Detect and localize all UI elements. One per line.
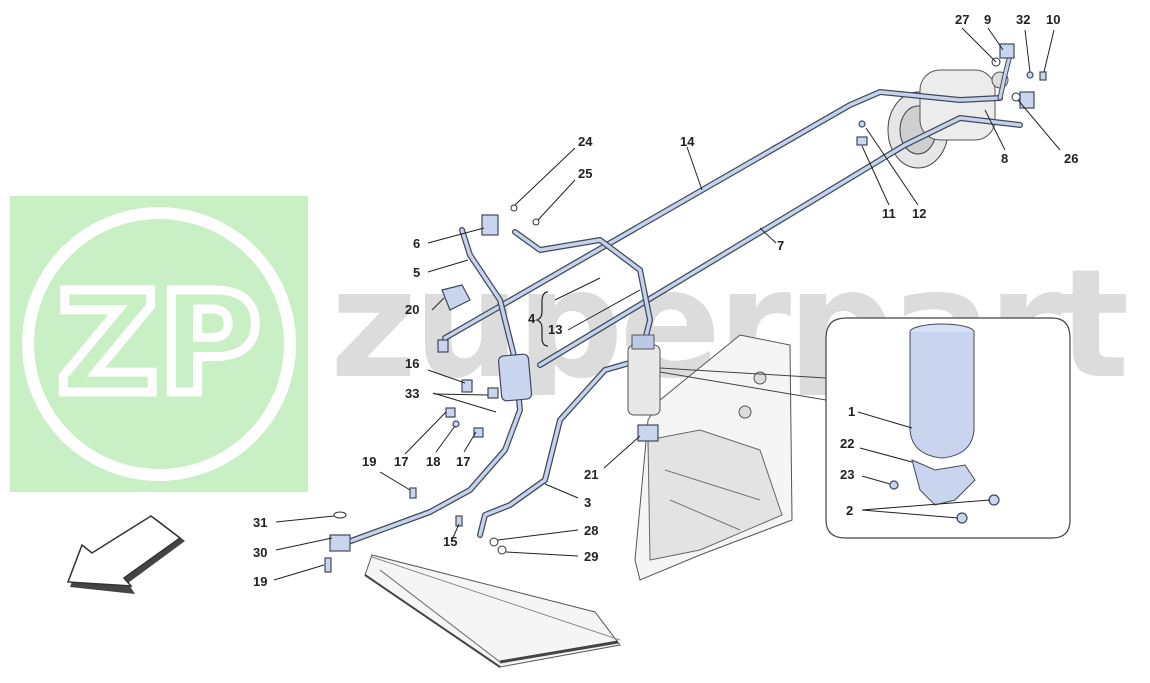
screw-18 bbox=[452, 420, 460, 428]
callout-labels: 27 9 32 10 24 14 25 8 26 11 12 6 5 7 20 … bbox=[253, 12, 1078, 589]
callout-10: 10 bbox=[1046, 12, 1060, 27]
clip-17a bbox=[445, 407, 456, 418]
o-ring-27 bbox=[991, 57, 1001, 67]
callout-19-upper: 19 bbox=[362, 454, 376, 469]
clip-20 bbox=[441, 284, 471, 311]
bolt-19b bbox=[324, 557, 332, 573]
callout-22: 22 bbox=[840, 436, 854, 451]
callout-15: 15 bbox=[443, 534, 457, 549]
direction-arrow bbox=[66, 515, 185, 594]
receiver-drier-center bbox=[627, 334, 661, 416]
callout-32: 32 bbox=[1016, 12, 1030, 27]
callout-7: 7 bbox=[777, 238, 784, 253]
leader-lines bbox=[273, 27, 1061, 581]
nut-detail-b bbox=[956, 512, 968, 524]
callout-18: 18 bbox=[426, 454, 440, 469]
body-frame-section bbox=[634, 334, 793, 581]
callout-5: 5 bbox=[413, 265, 420, 280]
callout-9: 9 bbox=[984, 12, 991, 27]
callout-24: 24 bbox=[578, 134, 593, 149]
receiver-drier-detail bbox=[909, 323, 975, 459]
callout-4: 4 bbox=[528, 311, 536, 326]
callout-6: 6 bbox=[413, 236, 420, 251]
callout-26: 26 bbox=[1064, 151, 1078, 166]
fitting-9 bbox=[999, 43, 1015, 59]
clip-17b bbox=[473, 427, 484, 438]
bolt-10 bbox=[1039, 71, 1047, 81]
grommet-16 bbox=[461, 379, 473, 393]
washer-31 bbox=[333, 511, 347, 519]
callout-17-left: 17 bbox=[394, 454, 408, 469]
callout-3: 3 bbox=[584, 495, 591, 510]
callout-19-lower: 19 bbox=[253, 574, 267, 589]
callout-16: 16 bbox=[405, 356, 419, 371]
fitting-8 bbox=[1019, 91, 1035, 109]
condenser-radiator bbox=[364, 554, 621, 668]
drier-bracket-detail bbox=[911, 459, 976, 506]
o-ring-26 bbox=[1011, 92, 1021, 102]
washer-32 bbox=[1026, 71, 1034, 79]
grommet-a bbox=[437, 339, 449, 353]
o-ring-24 bbox=[510, 204, 518, 212]
callout-12: 12 bbox=[912, 206, 926, 221]
filter-pad bbox=[637, 424, 659, 442]
bracket-6 bbox=[481, 214, 499, 236]
o-ring-29 bbox=[497, 545, 507, 555]
callout-30: 30 bbox=[253, 545, 267, 560]
callout-20: 20 bbox=[405, 302, 419, 317]
callout-1: 1 bbox=[848, 404, 855, 419]
callout-29: 29 bbox=[584, 549, 598, 564]
screw-12 bbox=[858, 120, 866, 128]
callout-23: 23 bbox=[840, 467, 854, 482]
callout-27: 27 bbox=[955, 12, 969, 27]
callout-28: 28 bbox=[584, 523, 598, 538]
bolt-19a bbox=[409, 487, 417, 499]
callout-14: 14 bbox=[680, 134, 695, 149]
clip-11 bbox=[856, 136, 868, 146]
bolt-detail bbox=[889, 480, 899, 490]
callout-11: 11 bbox=[882, 206, 896, 221]
callout-25: 25 bbox=[578, 166, 592, 181]
callout-31: 31 bbox=[253, 515, 267, 530]
watermark-logo-background bbox=[10, 196, 308, 492]
refrigerant-pipes bbox=[337, 52, 1023, 548]
bolt-15 bbox=[455, 515, 463, 527]
fitting-30 bbox=[329, 534, 351, 552]
group-brace bbox=[535, 291, 549, 347]
nut-detail-a bbox=[988, 494, 1000, 506]
callout-17-right: 17 bbox=[456, 454, 470, 469]
callout-2: 2 bbox=[846, 503, 853, 518]
o-ring-25 bbox=[532, 218, 540, 226]
receiver-drier-inline bbox=[497, 353, 533, 402]
clip-33 bbox=[487, 387, 499, 399]
callout-13: 13 bbox=[548, 322, 562, 337]
small-parts bbox=[324, 43, 1047, 573]
watermark-logo: ZP bbox=[22, 207, 296, 481]
callout-33: 33 bbox=[405, 386, 419, 401]
o-ring-28 bbox=[489, 537, 499, 547]
watermark-logo-letters: ZP bbox=[57, 263, 261, 426]
callout-8: 8 bbox=[1001, 151, 1008, 166]
callout-21: 21 bbox=[584, 467, 598, 482]
